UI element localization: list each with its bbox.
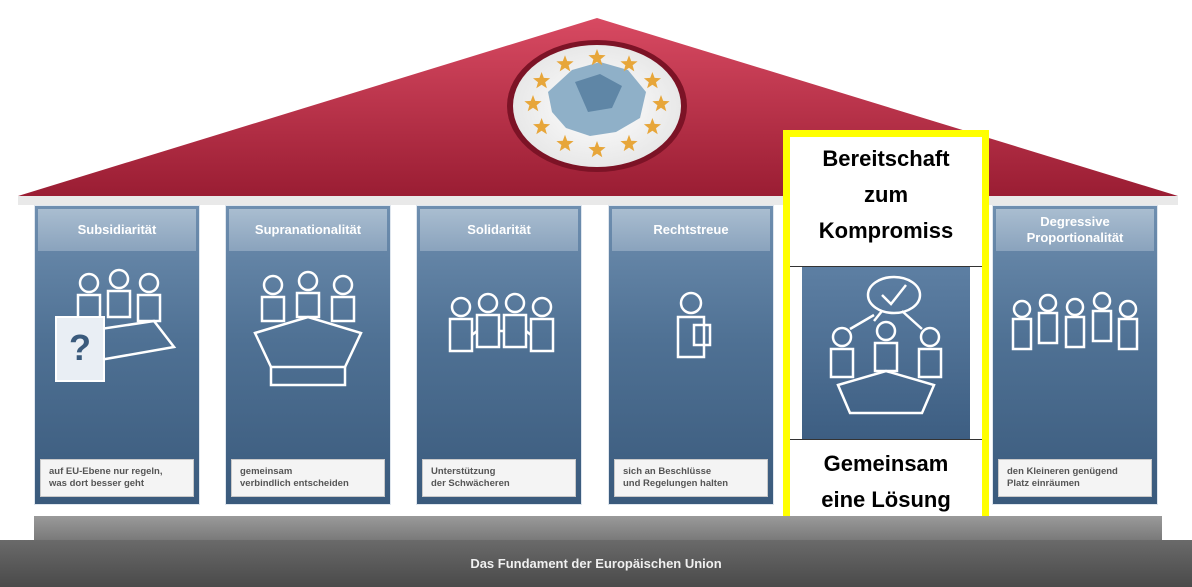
star-icon bbox=[556, 134, 574, 152]
pillar-caption: gemeinsam verbindlich entscheiden bbox=[231, 459, 385, 497]
pillar-title: Degressive Proportionalität bbox=[996, 209, 1154, 251]
highlight-title: Bereitschaft zum Kompromiss bbox=[790, 137, 982, 267]
star-icon bbox=[588, 49, 606, 66]
svg-text:?: ? bbox=[69, 327, 91, 368]
pillar-supranationalitaet: Supranationalität gemeinsam verbindlich … bbox=[225, 205, 391, 505]
pillar-title: Rechtstreue bbox=[612, 209, 770, 251]
highlight-frame bbox=[783, 130, 989, 578]
pillar-degressive-proportionalitaet: Degressive Proportionalität den Kleinere… bbox=[992, 205, 1158, 505]
meeting-table-icon bbox=[253, 270, 363, 387]
agreement-checkmark-icon bbox=[829, 275, 943, 415]
star-icon bbox=[643, 72, 661, 89]
star-icon bbox=[556, 55, 574, 72]
eu-emblem-icon bbox=[507, 40, 687, 172]
pillar-title: Solidarität bbox=[420, 209, 578, 251]
group-people-icon bbox=[1011, 291, 1139, 351]
star-icon bbox=[620, 55, 638, 72]
highlight-pillar-body bbox=[802, 267, 970, 439]
person-document-icon bbox=[676, 291, 712, 359]
pillar-rechtstreue: Rechtstreue sich an Beschlüsse und Regel… bbox=[608, 205, 774, 505]
star-icon bbox=[620, 134, 638, 152]
star-icon bbox=[652, 95, 670, 112]
pillar-title: Subsidiarität bbox=[38, 209, 196, 251]
pillar-title: Supranationalität bbox=[229, 209, 387, 251]
pillar-caption: auf EU-Ebene nur regeln, was dort besser… bbox=[40, 459, 194, 497]
base-step bbox=[34, 516, 1162, 540]
pillar-caption: den Kleineren genügend Platz einräumen bbox=[998, 459, 1152, 497]
pillar-solidaritaet: Solidarität Unterstützung der Schwächere… bbox=[416, 205, 582, 505]
star-icon bbox=[533, 72, 551, 89]
pillar-caption: Unterstützung der Schwächeren bbox=[422, 459, 576, 497]
pillar-subsidiaritaet: Subsidiarität ? auf EU-Ebene nur regeln,… bbox=[34, 205, 200, 505]
star-icon bbox=[588, 141, 606, 158]
star-icon bbox=[533, 118, 551, 135]
meeting-question-icon: ? bbox=[55, 268, 177, 382]
eu-stars bbox=[524, 49, 670, 158]
star-icon bbox=[524, 95, 542, 112]
foundation-label: Das Fundament der Europäischen Union bbox=[0, 540, 1192, 587]
pillar-caption: sich an Beschlüsse und Regelungen halten bbox=[614, 459, 768, 497]
linked-people-icon bbox=[448, 292, 555, 353]
star-icon bbox=[643, 118, 661, 135]
